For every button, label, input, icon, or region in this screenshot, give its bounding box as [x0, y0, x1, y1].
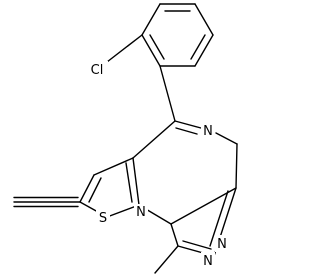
bond: [106, 204, 140, 218]
bond: [106, 34, 143, 63]
ring-nitrogen-label: N: [136, 205, 146, 220]
triazole-nitrogen-right-atom: N: [215, 235, 229, 252]
bond: [194, 34, 214, 67]
bond: [194, 3, 214, 36]
bond: [132, 157, 140, 206]
bond: [141, 3, 161, 36]
imine-nitrogen-label: N: [203, 124, 213, 139]
triazole-nitrogen-bottom-label: N: [203, 254, 213, 269]
triazole-nitrogen-bottom-atom: N: [201, 252, 215, 269]
bond: [174, 120, 202, 129]
bond: [141, 34, 161, 67]
bond: [154, 245, 179, 274]
bond: [79, 174, 95, 203]
sulfur-label: S: [99, 211, 107, 226]
chemical-structure-diagram: Cl N S N N N: [13, 3, 238, 274]
bond: [132, 120, 176, 159]
triazole-nitrogen-right-label: N: [217, 237, 227, 252]
imine-nitrogen-atom: N: [201, 122, 215, 139]
bond: [88, 177, 102, 203]
ring-nitrogen-atom: N: [134, 204, 148, 221]
bond: [235, 143, 238, 189]
bond: [170, 187, 237, 225]
atom-labels: Cl N S N N N: [86, 61, 229, 269]
bond: [175, 127, 198, 135]
bond: [190, 34, 206, 60]
bond: [182, 240, 212, 250]
bond: [215, 132, 238, 145]
bond: [125, 162, 133, 203]
chlorine-atom: Cl: [86, 61, 108, 78]
bond: [209, 190, 229, 247]
chlorine-label: Cl: [91, 63, 104, 78]
bond: [93, 157, 134, 176]
bond: [149, 34, 165, 60]
bond: [170, 223, 179, 247]
bond: [159, 65, 176, 122]
sulfur-atom: S: [96, 210, 110, 227]
